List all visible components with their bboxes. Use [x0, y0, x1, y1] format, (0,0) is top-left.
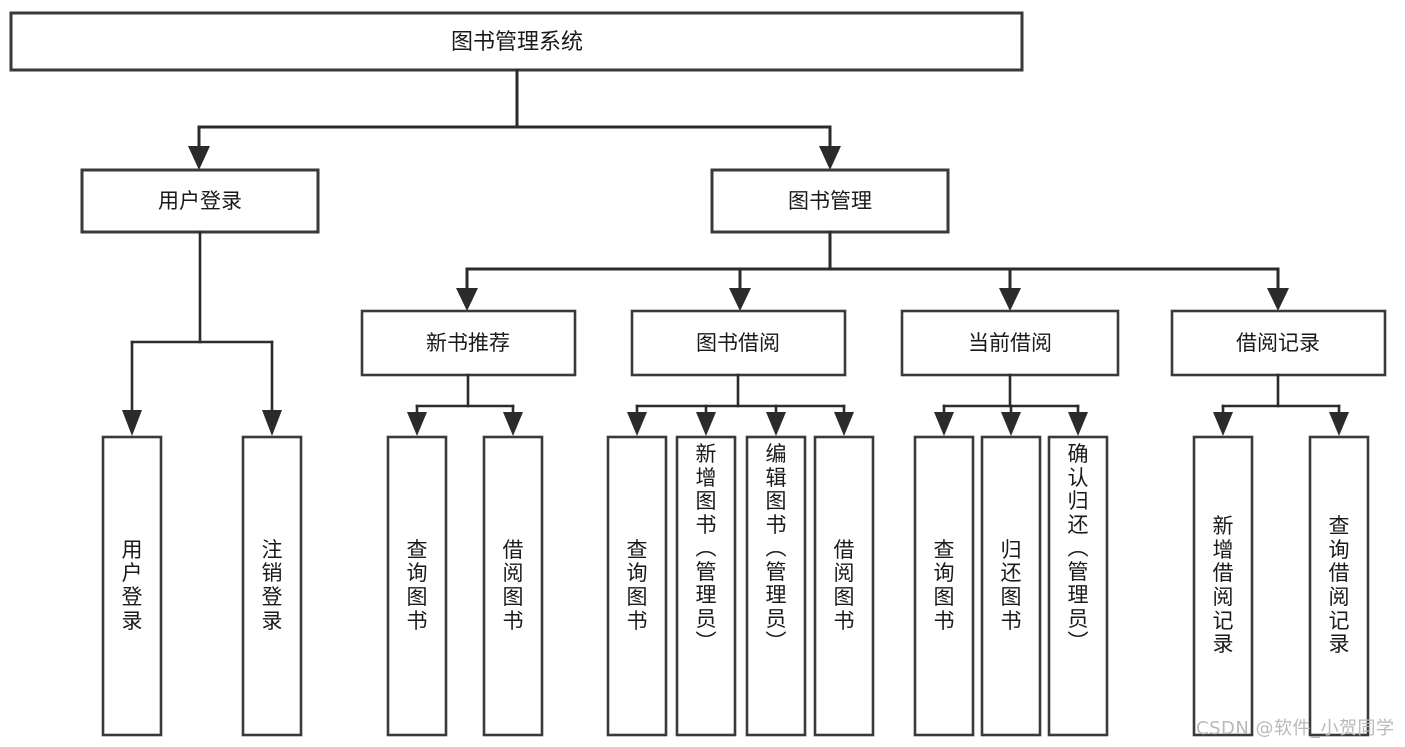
arrow-head-icon — [1267, 288, 1289, 311]
connector-user-login-to-leaves — [122, 230, 282, 436]
arrow-head-icon — [1213, 412, 1233, 436]
arrow-head-icon — [819, 146, 841, 170]
arrow-head-icon — [1329, 412, 1349, 436]
node-user-login-label: 用户登录 — [158, 189, 242, 213]
arrow-head-icon — [999, 288, 1021, 311]
arrow-head-icon — [503, 412, 523, 436]
node-current-borrow-box[interactable] — [900, 309, 1120, 377]
arrow-head-icon — [1068, 412, 1088, 436]
node-borrow-record[interactable]: 借阅记录 — [1170, 309, 1387, 377]
arrow-head-icon — [407, 412, 427, 436]
connector-root-to-level1 — [188, 68, 841, 170]
arrow-head-icon — [834, 412, 854, 436]
node-root-box[interactable] — [9, 11, 1024, 72]
arrow-head-icon — [934, 412, 954, 436]
arrow-head-icon — [456, 288, 478, 311]
leaf-box-return-book[interactable] — [980, 435, 1042, 737]
leaf-box-query-book-recommend[interactable] — [386, 435, 448, 737]
node-book-borrow-label: 图书借阅 — [696, 331, 780, 355]
node-new-book-recommend-box[interactable] — [360, 309, 577, 377]
leaf-box-query-book-current[interactable] — [913, 435, 975, 737]
arrow-head-icon — [696, 412, 716, 436]
node-user-login[interactable]: 用户登录 — [80, 168, 320, 234]
arrow-head-icon — [729, 288, 751, 311]
connector-book-borrow-to-leaves — [627, 373, 854, 436]
node-borrow-record-label: 借阅记录 — [1236, 331, 1320, 355]
leaf-box-borrow-book-recommend[interactable] — [482, 435, 544, 737]
arrow-head-icon — [122, 410, 142, 436]
arrow-head-icon — [188, 146, 210, 170]
leaf-box-confirm-return-admin[interactable] — [1047, 435, 1109, 737]
leaf-box-add-borrow-record[interactable] — [1192, 435, 1254, 737]
watermark-text: CSDN @软件_小贺同学 — [1196, 718, 1395, 739]
node-new-book-recommend-label: 新书推荐 — [426, 331, 510, 355]
node-book-management[interactable]: 图书管理 — [710, 168, 950, 234]
node-book-borrow[interactable]: 图书借阅 — [630, 309, 847, 377]
node-book-management-label: 图书管理 — [788, 189, 872, 213]
node-current-borrow[interactable]: 当前借阅 — [900, 309, 1120, 377]
connector-book-management-to-level2 — [456, 230, 1289, 311]
leaf-box-query-borrow-record[interactable] — [1308, 435, 1370, 737]
leaf-box-user-logout[interactable] — [241, 435, 303, 737]
node-current-borrow-label: 当前借阅 — [968, 331, 1052, 355]
node-user-login-box[interactable] — [80, 168, 320, 234]
arrow-head-icon — [262, 410, 282, 436]
connector-current-borrow-to-leaves — [934, 373, 1088, 436]
arrow-head-icon — [766, 412, 786, 436]
connector-new-book-recommend-to-leaves — [407, 373, 523, 436]
leaf-box-query-book-borrow[interactable] — [606, 435, 668, 737]
leaf-box-borrow-book[interactable] — [813, 435, 875, 737]
node-new-book-recommend[interactable]: 新书推荐 — [360, 309, 577, 377]
connector-borrow-record-to-leaves — [1213, 373, 1349, 436]
leaf-box-edit-book-admin[interactable] — [745, 435, 807, 737]
node-root[interactable]: 图书管理系统 — [9, 11, 1024, 72]
node-root-label: 图书管理系统 — [451, 30, 583, 55]
arrow-head-icon — [627, 412, 647, 436]
leaf-box-add-book-admin[interactable] — [675, 435, 737, 737]
leaf-box-user-login[interactable] — [101, 435, 163, 737]
arrow-head-icon — [1001, 412, 1021, 436]
